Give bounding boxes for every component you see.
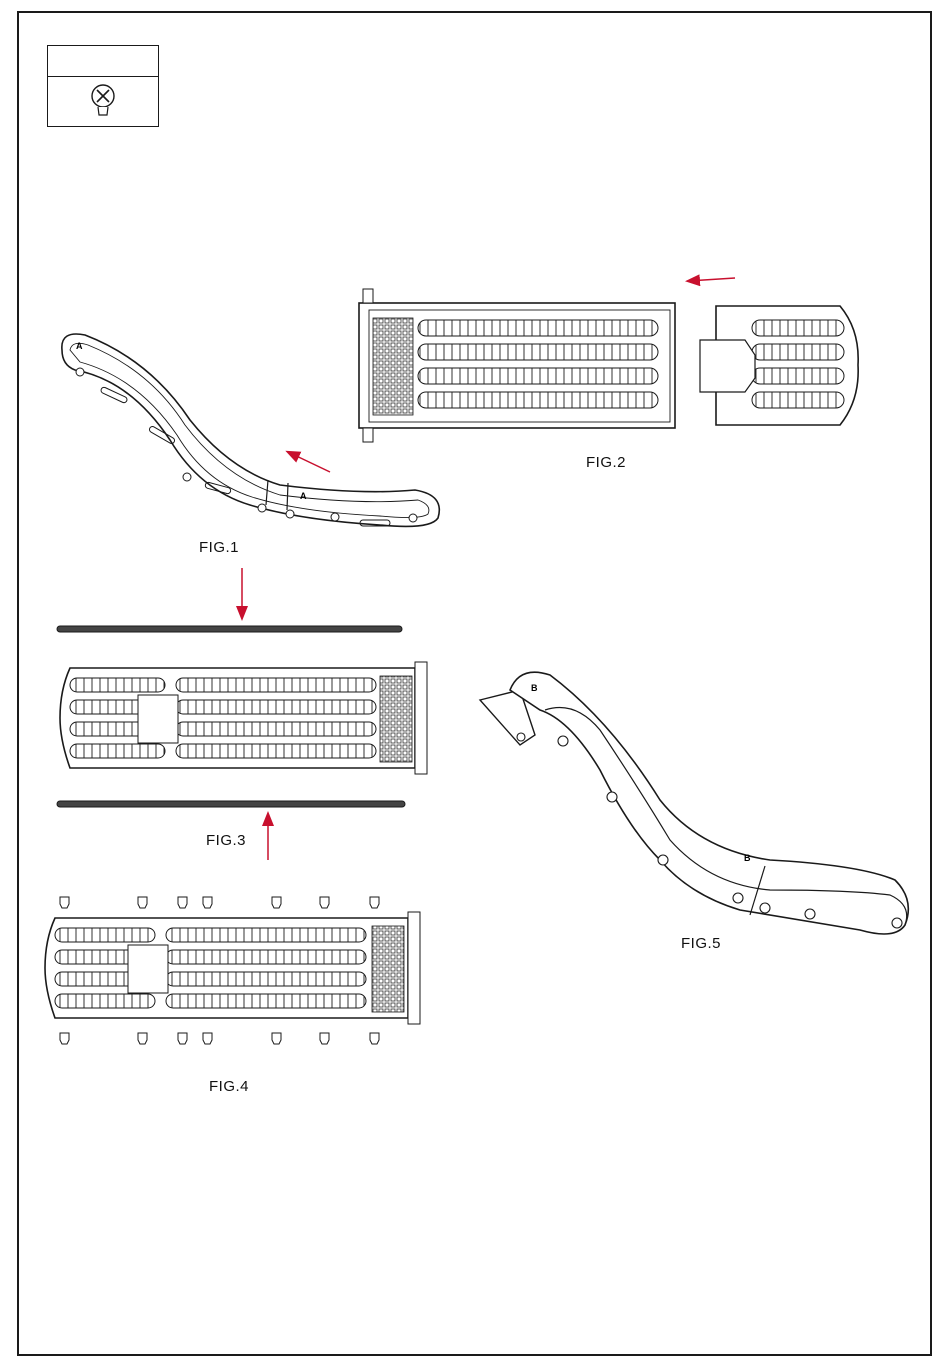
part-mark-a-1: A: [76, 341, 83, 351]
fig1-label: FIG.1: [199, 539, 239, 556]
fig5-assembled-slide: [480, 672, 908, 934]
fig2-panels: [359, 278, 858, 442]
fig3-assembly: [57, 568, 427, 860]
fig1-arrow: [288, 452, 330, 472]
part-mark-a-2: A: [300, 491, 307, 501]
fig5-label: FIG.5: [681, 935, 721, 952]
fig4-assembly: [45, 897, 420, 1044]
fig2-arrow: [688, 278, 735, 281]
fig2-label: FIG.2: [586, 454, 626, 471]
fig4-label: FIG.4: [209, 1078, 249, 1095]
part-mark-b-2: B: [744, 853, 751, 863]
fig3-label: FIG.3: [206, 832, 246, 849]
part-mark-b-1: B: [531, 683, 538, 693]
